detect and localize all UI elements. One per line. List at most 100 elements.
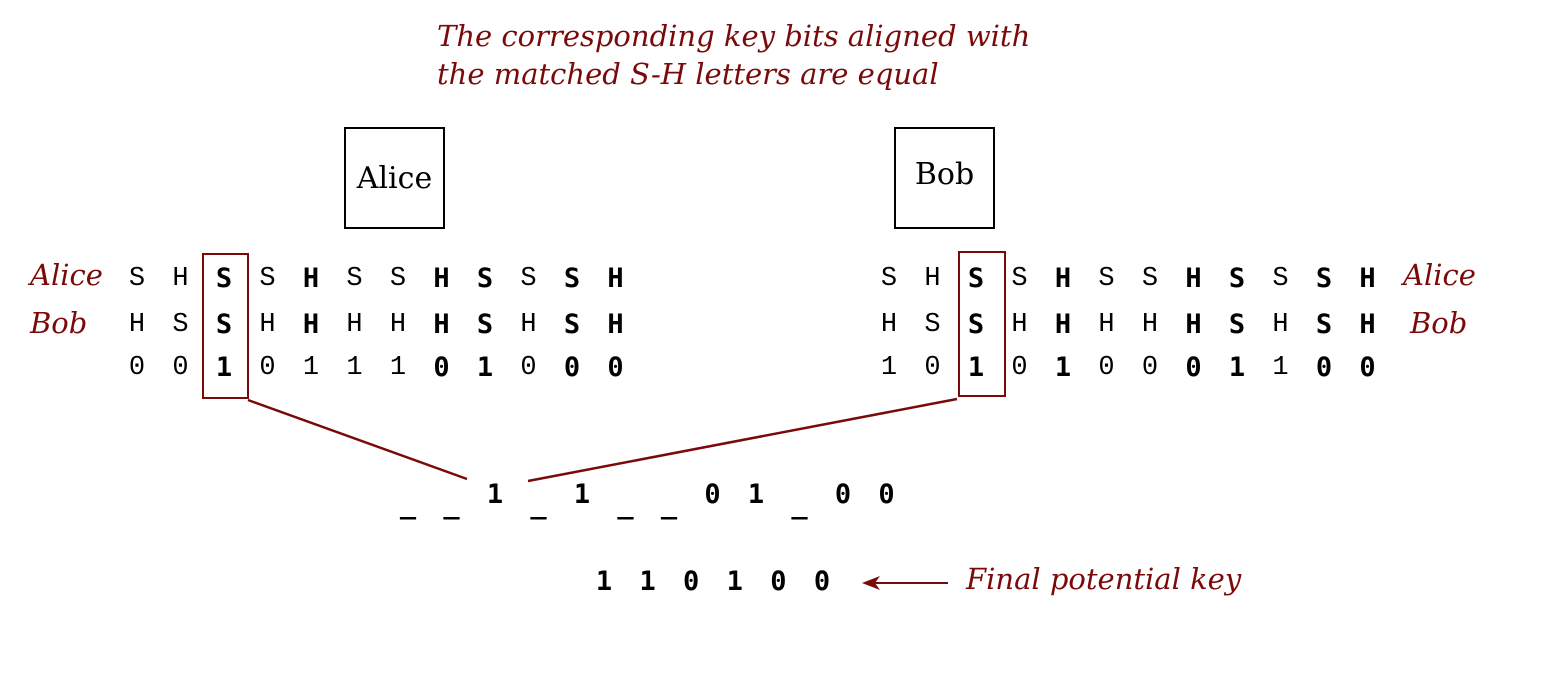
left-bob-cell: H	[520, 310, 537, 340]
sifted-bit: _	[660, 489, 678, 520]
final-key-bit: 0	[683, 566, 700, 597]
right-bob-cell: H	[1098, 310, 1115, 340]
sifted-bit: _	[399, 489, 417, 520]
left-bob-cell: H	[346, 310, 363, 340]
left-bits-cell: 1	[389, 353, 407, 383]
right-bob-cell: H	[880, 310, 898, 340]
right-alice-cell: S	[1011, 264, 1028, 294]
sifted-bit: 0	[704, 479, 721, 510]
right-bits-cell: 1	[880, 353, 898, 383]
right-alice-cell: S	[967, 263, 985, 294]
left-bob-cell: S	[215, 309, 233, 340]
left-bits-cell: 1	[476, 352, 494, 383]
right-alice-cell: S	[1272, 264, 1289, 294]
right-bits-cell: 1	[1054, 352, 1072, 383]
right-bob-cell: S	[967, 309, 985, 340]
sifted-bit: 0	[834, 479, 852, 510]
left-bob-cell: S	[563, 309, 581, 340]
left-alice-cell: S	[520, 264, 537, 294]
right-alice-cell: H	[1185, 263, 1202, 294]
left-bob-cell: S	[172, 310, 189, 340]
final-key-bit: 0	[770, 566, 787, 597]
left-bits-cell: 1	[302, 353, 320, 383]
left-bob-cell: H	[433, 309, 450, 340]
left-alice-cell: H	[607, 263, 624, 294]
bob-box: Bob	[894, 127, 995, 229]
right-alice-cell: S	[880, 264, 898, 294]
alice-box: Alice	[344, 127, 445, 229]
note-line-1: The corresponding key bits aligned with	[437, 19, 1031, 53]
left-match-highlight	[202, 253, 249, 399]
right-bob-cell: H	[1141, 310, 1159, 340]
left-alice-cell: S	[128, 264, 146, 294]
right-alice-cell: S	[1315, 263, 1333, 294]
left-bob-cell: H	[389, 310, 407, 340]
left-alice-cell: S	[346, 264, 363, 294]
note-line-2: the matched S-H letters are equal	[437, 57, 939, 91]
sifted-bit: _	[530, 489, 547, 520]
final-key-bit: 1	[726, 566, 743, 597]
sifted-bit: 0	[878, 479, 895, 510]
right-match-highlight	[958, 251, 1006, 397]
right-alice-cell: H	[1359, 263, 1376, 294]
right-bob-cell: H	[1011, 310, 1028, 340]
right-bob-cell: H	[1054, 309, 1072, 340]
right-bits-cell: 0	[1141, 353, 1159, 383]
arrow-head-icon	[862, 576, 880, 590]
right-bits-cell: 0	[1359, 352, 1376, 383]
right-connector-line	[527, 397, 958, 483]
right-label-bob: Bob	[1410, 306, 1468, 340]
right-alice-cell: S	[1098, 264, 1115, 294]
left-bits-cell: 1	[215, 352, 233, 383]
left-alice-cell: S	[215, 263, 233, 294]
right-bob-cell: H	[1272, 310, 1289, 340]
sifted-bit: _	[617, 489, 634, 520]
left-alice-cell: S	[476, 263, 494, 294]
right-alice-cell: S	[1141, 264, 1159, 294]
left-bits-cell: 0	[607, 352, 624, 383]
right-bob-cell: S	[924, 310, 941, 340]
left-bob-cell: S	[476, 309, 494, 340]
left-bob-cell: H	[259, 310, 276, 340]
left-bits-cell: 0	[259, 353, 276, 383]
right-bob-cell: S	[1315, 309, 1333, 340]
left-bits-cell: 0	[172, 353, 189, 383]
left-bits-cell: 1	[346, 353, 363, 383]
sifted-bit: 1	[486, 479, 504, 510]
right-alice-cell: H	[1054, 263, 1072, 294]
sifted-bit: _	[791, 489, 808, 520]
right-alice-cell: S	[1228, 263, 1246, 294]
left-bits-cell: 0	[128, 353, 146, 383]
left-alice-cell: S	[563, 263, 581, 294]
left-bits-cell: 0	[433, 352, 450, 383]
sifted-bit: 1	[573, 479, 591, 510]
right-bob-cell: H	[1185, 309, 1202, 340]
left-bob-cell: H	[607, 309, 624, 340]
right-bits-cell: 1	[1272, 353, 1289, 383]
right-bits-cell: 0	[1315, 352, 1333, 383]
left-alice-cell: S	[259, 264, 276, 294]
sifted-bit: _	[443, 489, 460, 520]
left-connector-line	[247, 398, 468, 481]
right-bits-cell: 0	[1098, 353, 1115, 383]
final-key-label: Final potential key	[966, 562, 1242, 596]
right-label-alice: Alice	[1403, 258, 1476, 292]
left-label-alice: Alice	[30, 258, 103, 292]
left-alice-cell: S	[389, 264, 407, 294]
final-key-bit: 1	[595, 566, 613, 597]
left-bits-cell: 0	[563, 352, 581, 383]
left-alice-cell: H	[172, 264, 189, 294]
right-bits-cell: 0	[1185, 352, 1202, 383]
left-bob-cell: H	[128, 310, 146, 340]
left-label-bob: Bob	[30, 306, 88, 340]
right-bob-cell: S	[1228, 309, 1246, 340]
right-alice-cell: H	[924, 264, 941, 294]
sifted-bit: 1	[747, 479, 765, 510]
annotation-note: The corresponding key bits aligned with …	[437, 17, 1030, 93]
right-bits-cell: 0	[924, 353, 941, 383]
right-bits-cell: 1	[1228, 352, 1246, 383]
right-bits-cell: 0	[1011, 353, 1028, 383]
left-alice-cell: H	[433, 263, 450, 294]
left-bits-cell: 0	[520, 353, 537, 383]
